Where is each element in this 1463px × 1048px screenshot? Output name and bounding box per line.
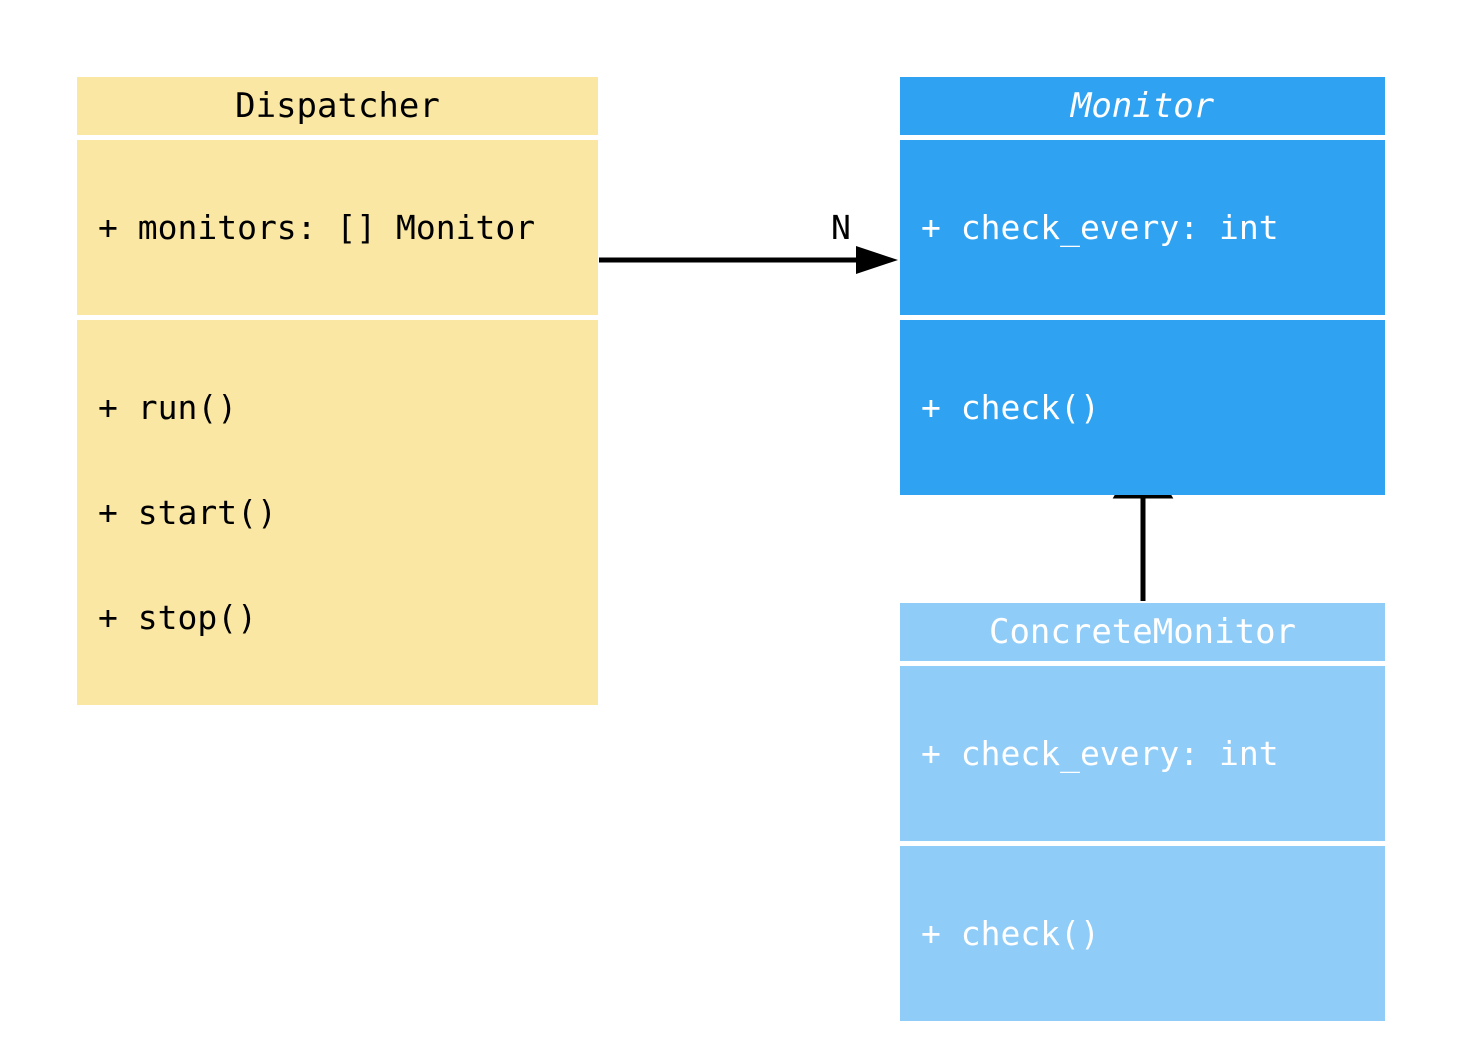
method-line: + run() [98, 388, 238, 427]
class-methods-dispatcher: + run() + start() + stop() [77, 320, 598, 705]
method-line: + stop() [98, 598, 257, 637]
method-line: + check() [921, 914, 1100, 953]
attribute-line: + check_every: int [921, 208, 1279, 247]
association-edge-dispatcher-to-monitor [599, 246, 898, 274]
class-monitor: Monitor + check_every: int + check() [900, 77, 1385, 495]
edge-multiplicity-label: N [831, 208, 851, 247]
class-dispatcher: Dispatcher + monitors: [] Monitor + run(… [77, 77, 598, 705]
class-concretemonitor: ConcreteMonitor + check_every: int + che… [900, 603, 1385, 1021]
class-methods-concretemonitor: + check() [900, 846, 1385, 1021]
class-methods-monitor: + check() [900, 320, 1385, 495]
filled-arrowhead-icon [856, 246, 898, 274]
class-attributes-dispatcher: + monitors: [] Monitor [77, 140, 598, 315]
class-title-dispatcher: Dispatcher [77, 77, 598, 135]
class-attributes-concretemonitor: + check_every: int [900, 666, 1385, 841]
attribute-line: + check_every: int [921, 734, 1279, 773]
class-attributes-monitor: + check_every: int [900, 140, 1385, 315]
method-line: + check() [921, 388, 1100, 427]
attribute-line: + monitors: [] Monitor [98, 208, 536, 247]
class-title-concretemonitor: ConcreteMonitor [900, 603, 1385, 661]
method-line: + start() [98, 493, 277, 532]
class-title-monitor: Monitor [900, 77, 1385, 135]
